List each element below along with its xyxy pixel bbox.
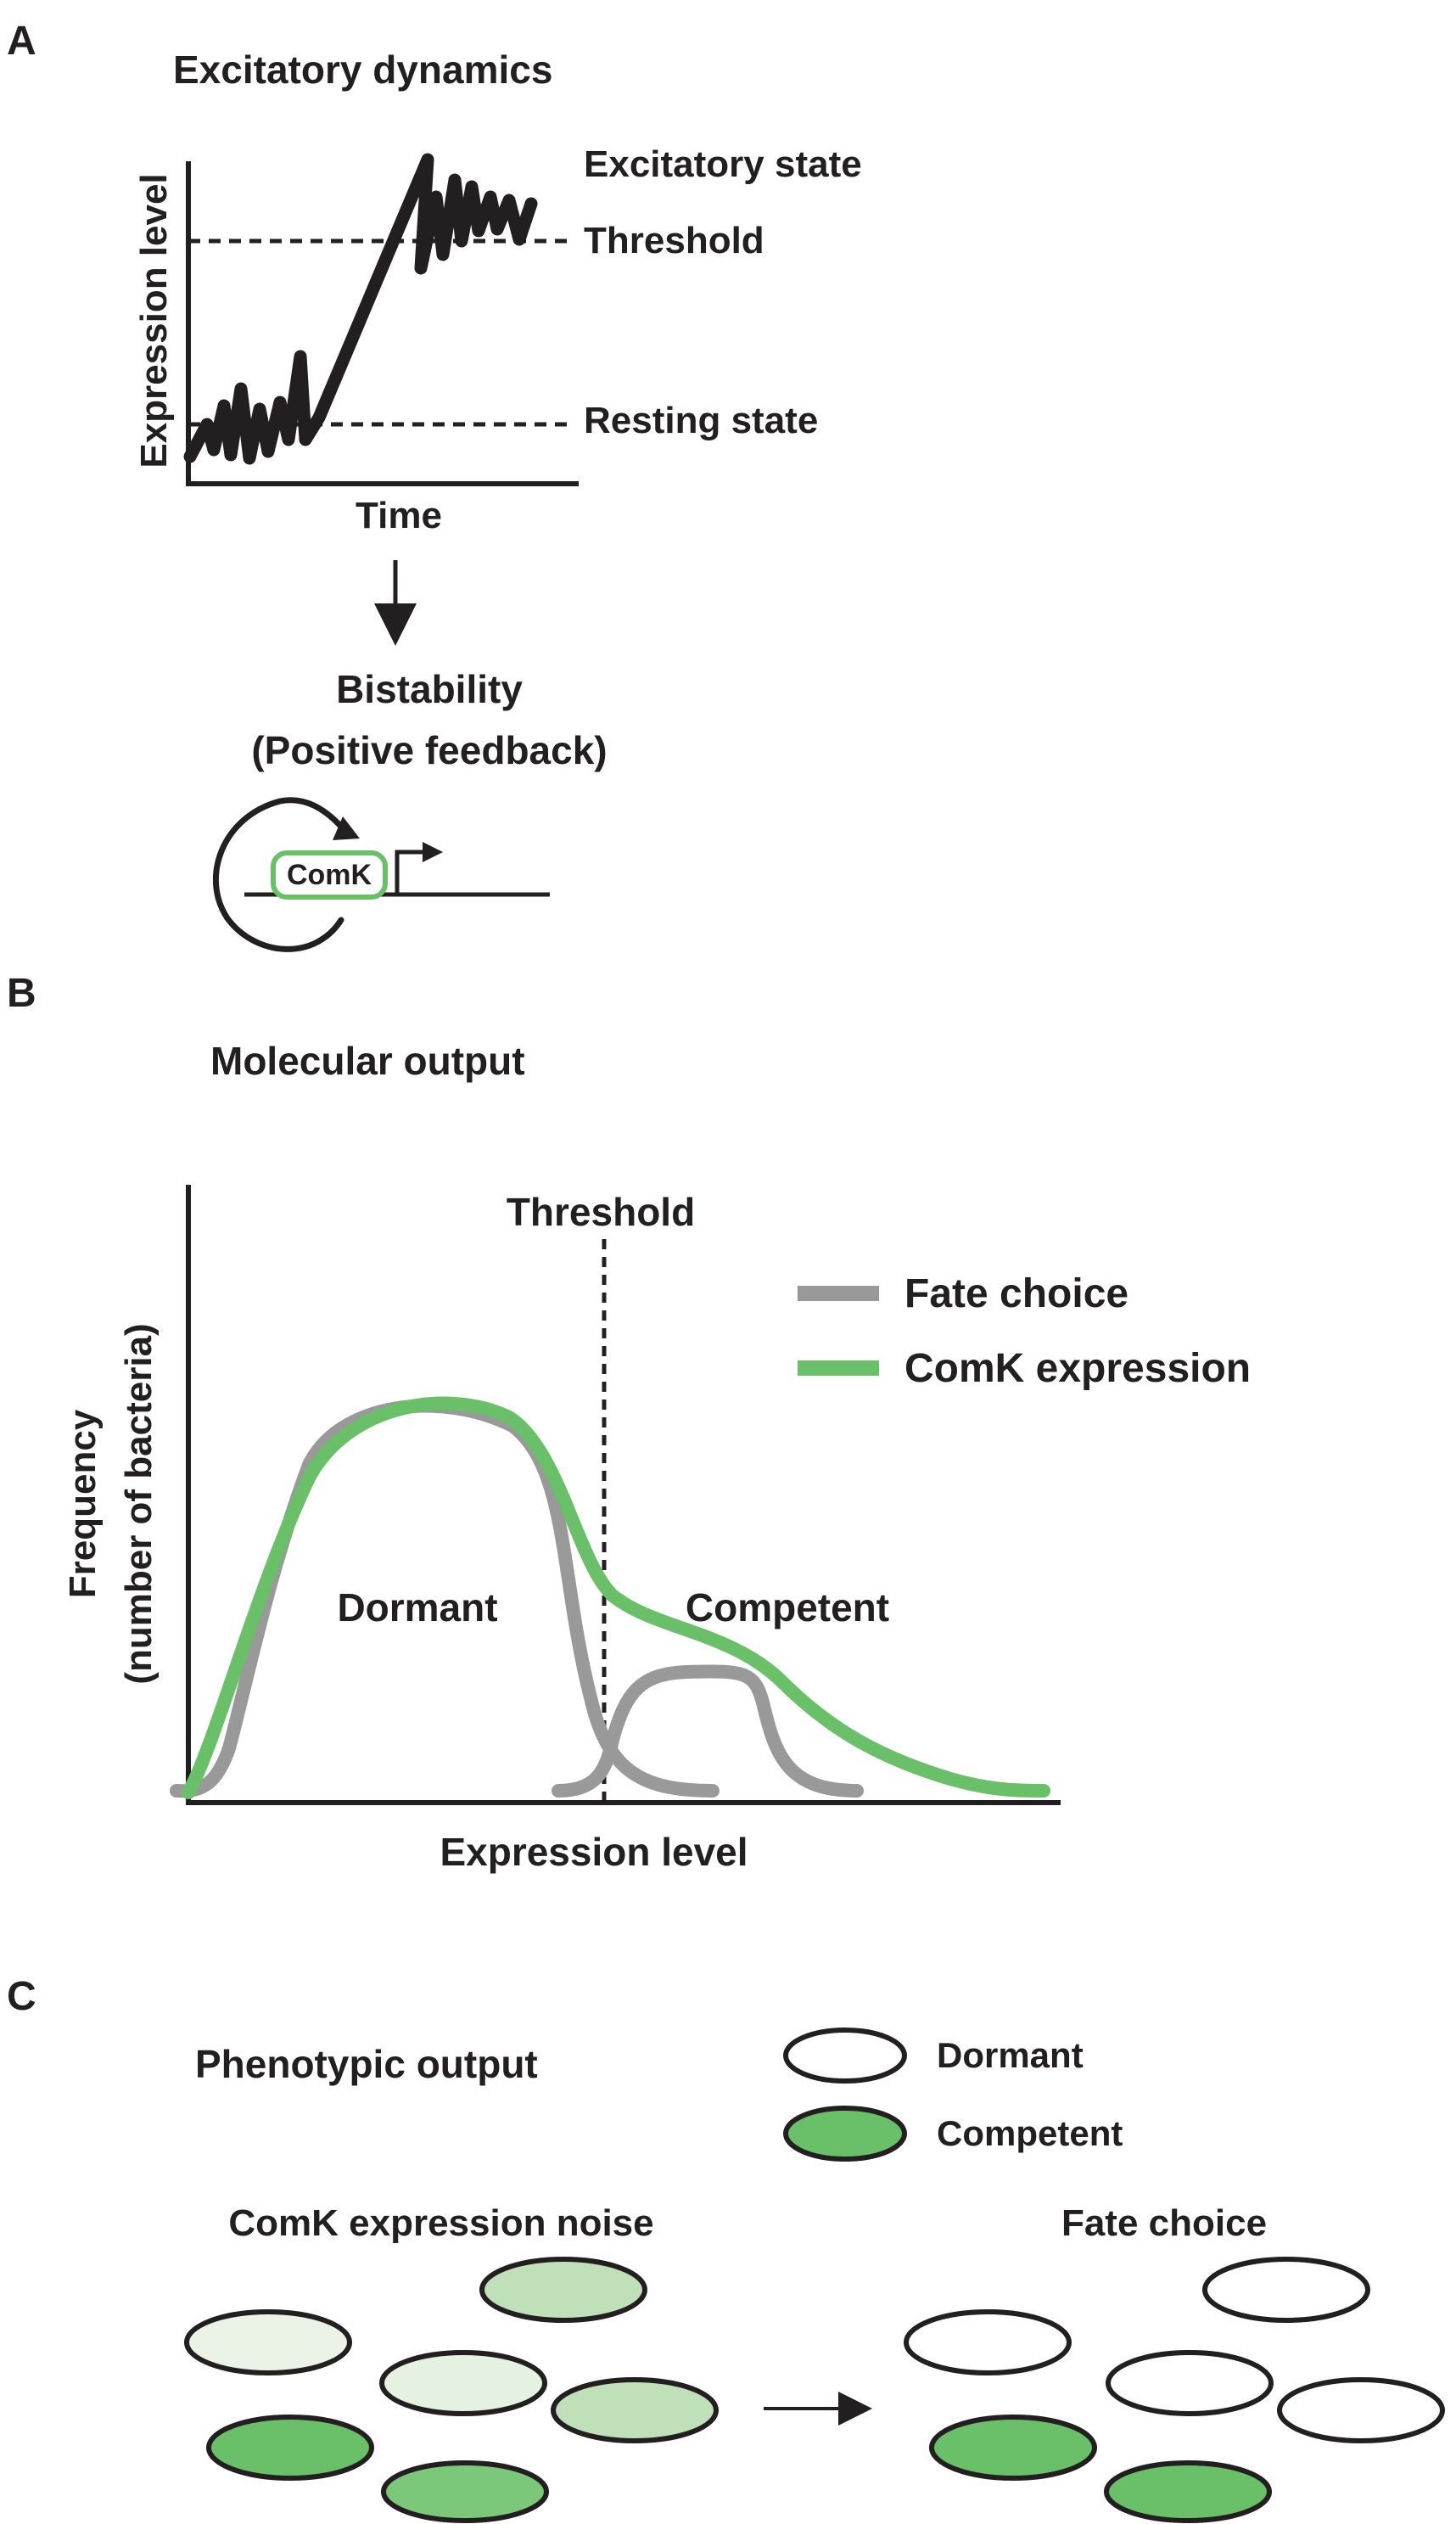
legend-label-comk-expression: ComK expression [904, 1346, 1251, 1391]
fate-cell [904, 2309, 1072, 2375]
promoter-arrow [395, 850, 424, 895]
panel-a-letter: A [7, 19, 36, 64]
fate-choice-curve-competent [552, 1664, 864, 1798]
comk-gene-label: ComK [287, 859, 372, 891]
legend-label-dormant: Dormant [937, 2035, 1084, 2075]
panel-c-letter: C [7, 1974, 36, 2019]
panel-b: B Molecular output Frequency (number of … [7, 971, 1251, 1874]
panel-b-label-competent: Competent [686, 1585, 889, 1629]
panel-a-label-excitatory-state: Excitatory state [584, 143, 862, 185]
comk-expression-curve [182, 1396, 1050, 1799]
panel-a-axes [186, 161, 579, 486]
panel-c-right-title: Fate choice [1061, 2202, 1267, 2244]
panel-c-left-title: ComK expression noise [228, 2202, 653, 2244]
panel-b-y-axis-label-line1: Frequency [62, 1409, 104, 1598]
noise-cell [479, 2257, 647, 2323]
noise-cell [379, 2350, 547, 2416]
legend-cell-dormant [783, 2028, 907, 2084]
panel-a: A Excitatory dynamics Expression level T… [7, 19, 862, 952]
panel-b-letter: B [7, 971, 36, 1016]
panel-b-legend: Fate choice ComK expression [798, 1271, 1251, 1391]
panel-a-x-axis-label: Time [356, 495, 442, 536]
panel-c-title: Phenotypic output [195, 2042, 538, 2086]
noise-cell [206, 2415, 374, 2481]
panel-a-bistability-subtitle: (Positive feedback) [251, 728, 607, 772]
panel-a-label-resting-state: Resting state [584, 400, 818, 441]
fate-cell-population [904, 2257, 1445, 2523]
panel-c-legend: Dormant Competent [783, 2028, 1123, 2162]
comk-feedback-diagram: ComK [212, 797, 550, 952]
panel-b-title: Molecular output [210, 1039, 525, 1083]
panel-b-x-axis-label: Expression level [440, 1830, 748, 1874]
panel-c: C Phenotypic output Dormant Competent Co… [7, 1974, 1445, 2523]
legend-label-fate-choice: Fate choice [904, 1271, 1128, 1316]
fate-cell [929, 2415, 1097, 2481]
panel-a-y-axis-label: Expression level [133, 173, 175, 468]
feedback-loop-arrowhead [333, 816, 360, 840]
panel-b-y-axis-label-line2: (number of bacteria) [118, 1323, 160, 1684]
promoter-arrowhead [423, 842, 443, 862]
noise-cell-population [184, 2257, 719, 2523]
feedback-loop-arrow [212, 797, 346, 952]
panel-b-label-dormant: Dormant [337, 1585, 497, 1629]
fate-cell [1202, 2257, 1370, 2323]
noise-cell [381, 2460, 549, 2523]
fate-cell [1104, 2460, 1272, 2523]
fate-cell [1106, 2350, 1274, 2416]
panel-b-threshold-label: Threshold [507, 1190, 695, 1234]
panel-a-label-threshold: Threshold [584, 220, 764, 261]
panel-b-axes [186, 1185, 1061, 1805]
legend-cell-competent [783, 2106, 907, 2162]
fate-cell [1277, 2377, 1445, 2443]
comk-gene-box [271, 850, 388, 900]
legend-label-competent: Competent [937, 2113, 1123, 2153]
panel-a-title: Excitatory dynamics [173, 48, 552, 92]
noise-cell [551, 2377, 719, 2443]
noise-cell [184, 2309, 352, 2375]
panel-a-bistability-title: Bistability [336, 667, 523, 711]
panel-a-expression-trajectory [183, 153, 538, 465]
